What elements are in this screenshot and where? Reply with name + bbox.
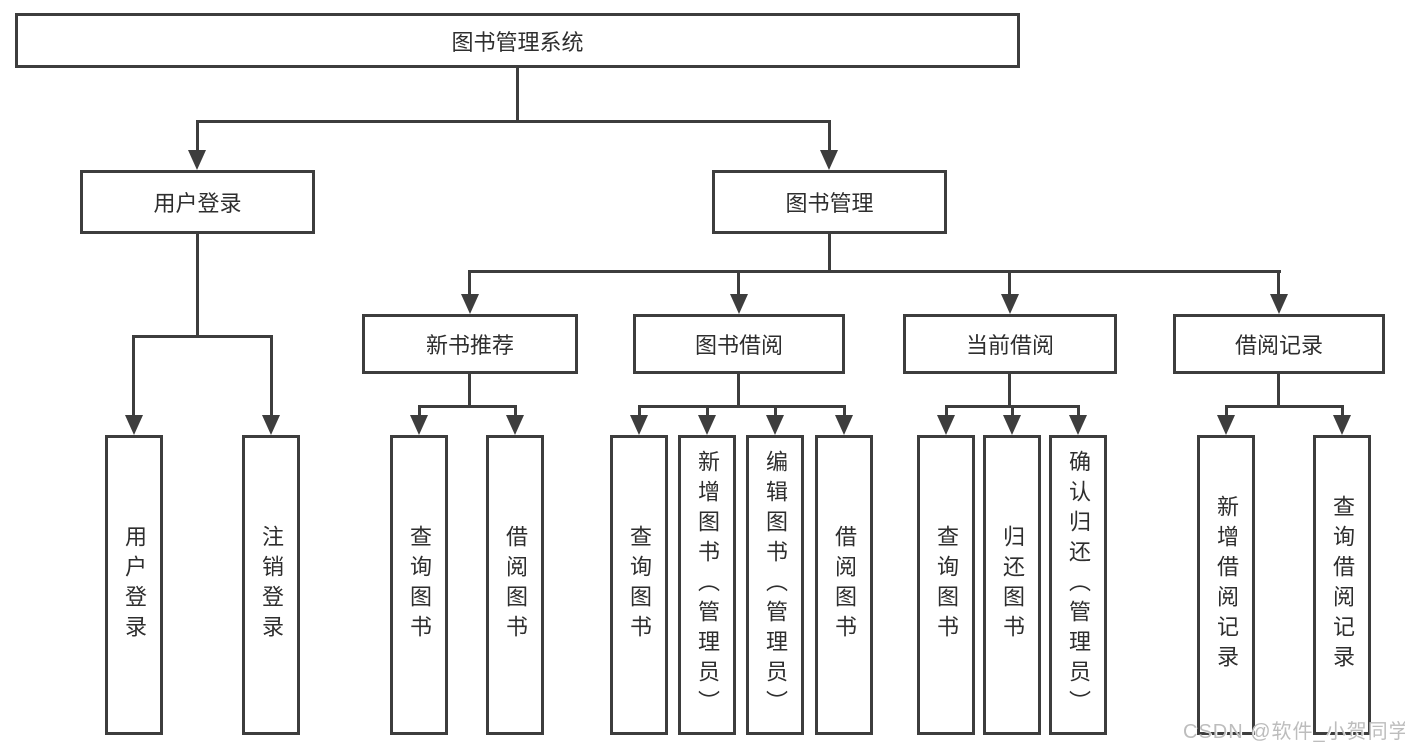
edge-to-new-book xyxy=(468,270,471,296)
leaf-confirm-return-admin: 确认归还（管理员） xyxy=(1049,435,1107,735)
edge-to-book-management xyxy=(828,120,831,152)
node-user-login: 用户登录 xyxy=(80,170,315,234)
edge-to-leaf-user-login xyxy=(132,335,135,417)
edge-root-stem xyxy=(516,68,519,120)
edge-new-book-stem xyxy=(468,374,471,407)
leaf-borrow-books-recommend-label: 借阅图书 xyxy=(503,525,528,645)
arrowhead-new-book xyxy=(461,294,479,314)
arrowhead-user-login xyxy=(188,150,206,170)
edge-to-borrow-records xyxy=(1277,270,1280,296)
leaf-query-books-current: 查询图书 xyxy=(917,435,975,735)
node-root-label: 图书管理系统 xyxy=(451,29,584,55)
leaf-query-books-recommend-label: 查询图书 xyxy=(407,525,432,645)
arrowhead-leaf-12 xyxy=(1333,415,1351,435)
node-book-management: 图书管理 xyxy=(712,170,947,234)
edge-leaf-6 xyxy=(774,405,777,417)
arrowhead-leaf-user-login xyxy=(125,415,143,435)
leaf-query-borrow-record-label: 查询借阅记录 xyxy=(1330,495,1355,675)
watermark: CSDN @软件_小贺同学 xyxy=(1183,721,1405,743)
leaf-return-books: 归还图书 xyxy=(983,435,1041,735)
leaf-query-books-recommend: 查询图书 xyxy=(390,435,448,735)
edge-book-borrow-stem xyxy=(737,374,740,407)
edge-leaf-9 xyxy=(1011,405,1014,417)
edge-user-login-stem xyxy=(196,234,199,337)
edge-current-borrow-stem xyxy=(1008,374,1011,407)
arrowhead-leaf-5 xyxy=(698,415,716,435)
arrowhead-leaf-10 xyxy=(1069,415,1087,435)
leaf-borrow-books-label: 借阅图书 xyxy=(832,525,857,645)
leaf-edit-books-admin-label: 编辑图书（管理员） xyxy=(763,450,788,720)
arrowhead-leaf-logout xyxy=(262,415,280,435)
edge-leaf-12 xyxy=(1341,405,1344,417)
node-book-borrowing-label: 图书借阅 xyxy=(694,333,783,358)
leaf-add-books-admin: 新增图书（管理员） xyxy=(678,435,736,735)
arrowhead-current-borrow xyxy=(1001,294,1019,314)
node-user-login-label: 用户登录 xyxy=(153,191,242,216)
node-new-book-recommendation: 新书推荐 xyxy=(362,314,578,374)
leaf-add-books-admin-label: 新增图书（管理员） xyxy=(695,450,720,720)
edge-to-user-login xyxy=(196,120,199,152)
arrowhead-leaf-3 xyxy=(506,415,524,435)
leaf-query-books-current-label: 查询图书 xyxy=(934,525,959,645)
edge-to-current-borrow xyxy=(1008,270,1011,296)
edge-leaf-10 xyxy=(1077,405,1080,417)
edge-book-management-stem xyxy=(828,234,831,272)
arrowhead-leaf-11 xyxy=(1217,415,1235,435)
edge-leaf-5 xyxy=(706,405,709,417)
leaf-return-books-label: 归还图书 xyxy=(1000,525,1025,645)
leaf-borrow-books-recommend: 借阅图书 xyxy=(486,435,544,735)
arrowhead-leaf-8 xyxy=(937,415,955,435)
edge-borrow-records-stem xyxy=(1277,374,1280,407)
arrowhead-leaf-4 xyxy=(630,415,648,435)
edge-book-borrow-bar xyxy=(638,405,845,408)
leaf-borrow-books: 借阅图书 xyxy=(815,435,873,735)
edge-user-login-bar xyxy=(133,335,273,338)
node-current-borrowing-label: 当前借阅 xyxy=(965,333,1054,358)
leaf-logout-login-label: 注销登录 xyxy=(259,525,284,645)
arrowhead-leaf-6 xyxy=(766,415,784,435)
arrowhead-leaf-7 xyxy=(835,415,853,435)
leaf-add-borrow-record: 新增借阅记录 xyxy=(1197,435,1255,735)
leaf-user-login-label: 用户登录 xyxy=(122,525,147,645)
arrowhead-book-borrow xyxy=(730,294,748,314)
leaf-confirm-return-admin-label: 确认归还（管理员） xyxy=(1066,450,1091,720)
node-book-management-label: 图书管理 xyxy=(785,191,874,216)
node-borrowing-records: 借阅记录 xyxy=(1173,314,1385,374)
edge-leaf-2 xyxy=(418,405,421,417)
edge-leaf-7 xyxy=(843,405,846,417)
edge-leaf-8 xyxy=(945,405,948,417)
edge-leaf-3 xyxy=(514,405,517,417)
node-new-book-label: 新书推荐 xyxy=(425,333,514,358)
edge-borrow-records-bar xyxy=(1225,405,1343,408)
edge-level1-bar xyxy=(197,120,831,123)
node-current-borrowing: 当前借阅 xyxy=(903,314,1117,374)
edge-leaf-4 xyxy=(638,405,641,417)
node-book-borrowing: 图书借阅 xyxy=(633,314,845,374)
leaf-add-borrow-record-label: 新增借阅记录 xyxy=(1214,495,1239,675)
edge-leaf-11 xyxy=(1225,405,1228,417)
edge-level2-bar xyxy=(468,270,1281,273)
leaf-query-books-borrow: 查询图书 xyxy=(610,435,668,735)
leaf-logout-login: 注销登录 xyxy=(242,435,300,735)
edge-new-book-bar xyxy=(418,405,517,408)
leaf-user-login: 用户登录 xyxy=(105,435,163,735)
leaf-query-borrow-record: 查询借阅记录 xyxy=(1313,435,1371,735)
arrowhead-book-management xyxy=(820,150,838,170)
node-borrowing-records-label: 借阅记录 xyxy=(1234,333,1323,358)
node-root: 图书管理系统 xyxy=(15,13,1020,68)
arrowhead-borrow-records xyxy=(1270,294,1288,314)
arrowhead-leaf-2 xyxy=(410,415,428,435)
leaf-query-books-borrow-label: 查询图书 xyxy=(627,525,652,645)
arrowhead-leaf-9 xyxy=(1003,415,1021,435)
edge-to-book-borrow xyxy=(737,270,740,296)
leaf-edit-books-admin: 编辑图书（管理员） xyxy=(746,435,804,735)
edge-to-leaf-logout xyxy=(270,335,273,417)
